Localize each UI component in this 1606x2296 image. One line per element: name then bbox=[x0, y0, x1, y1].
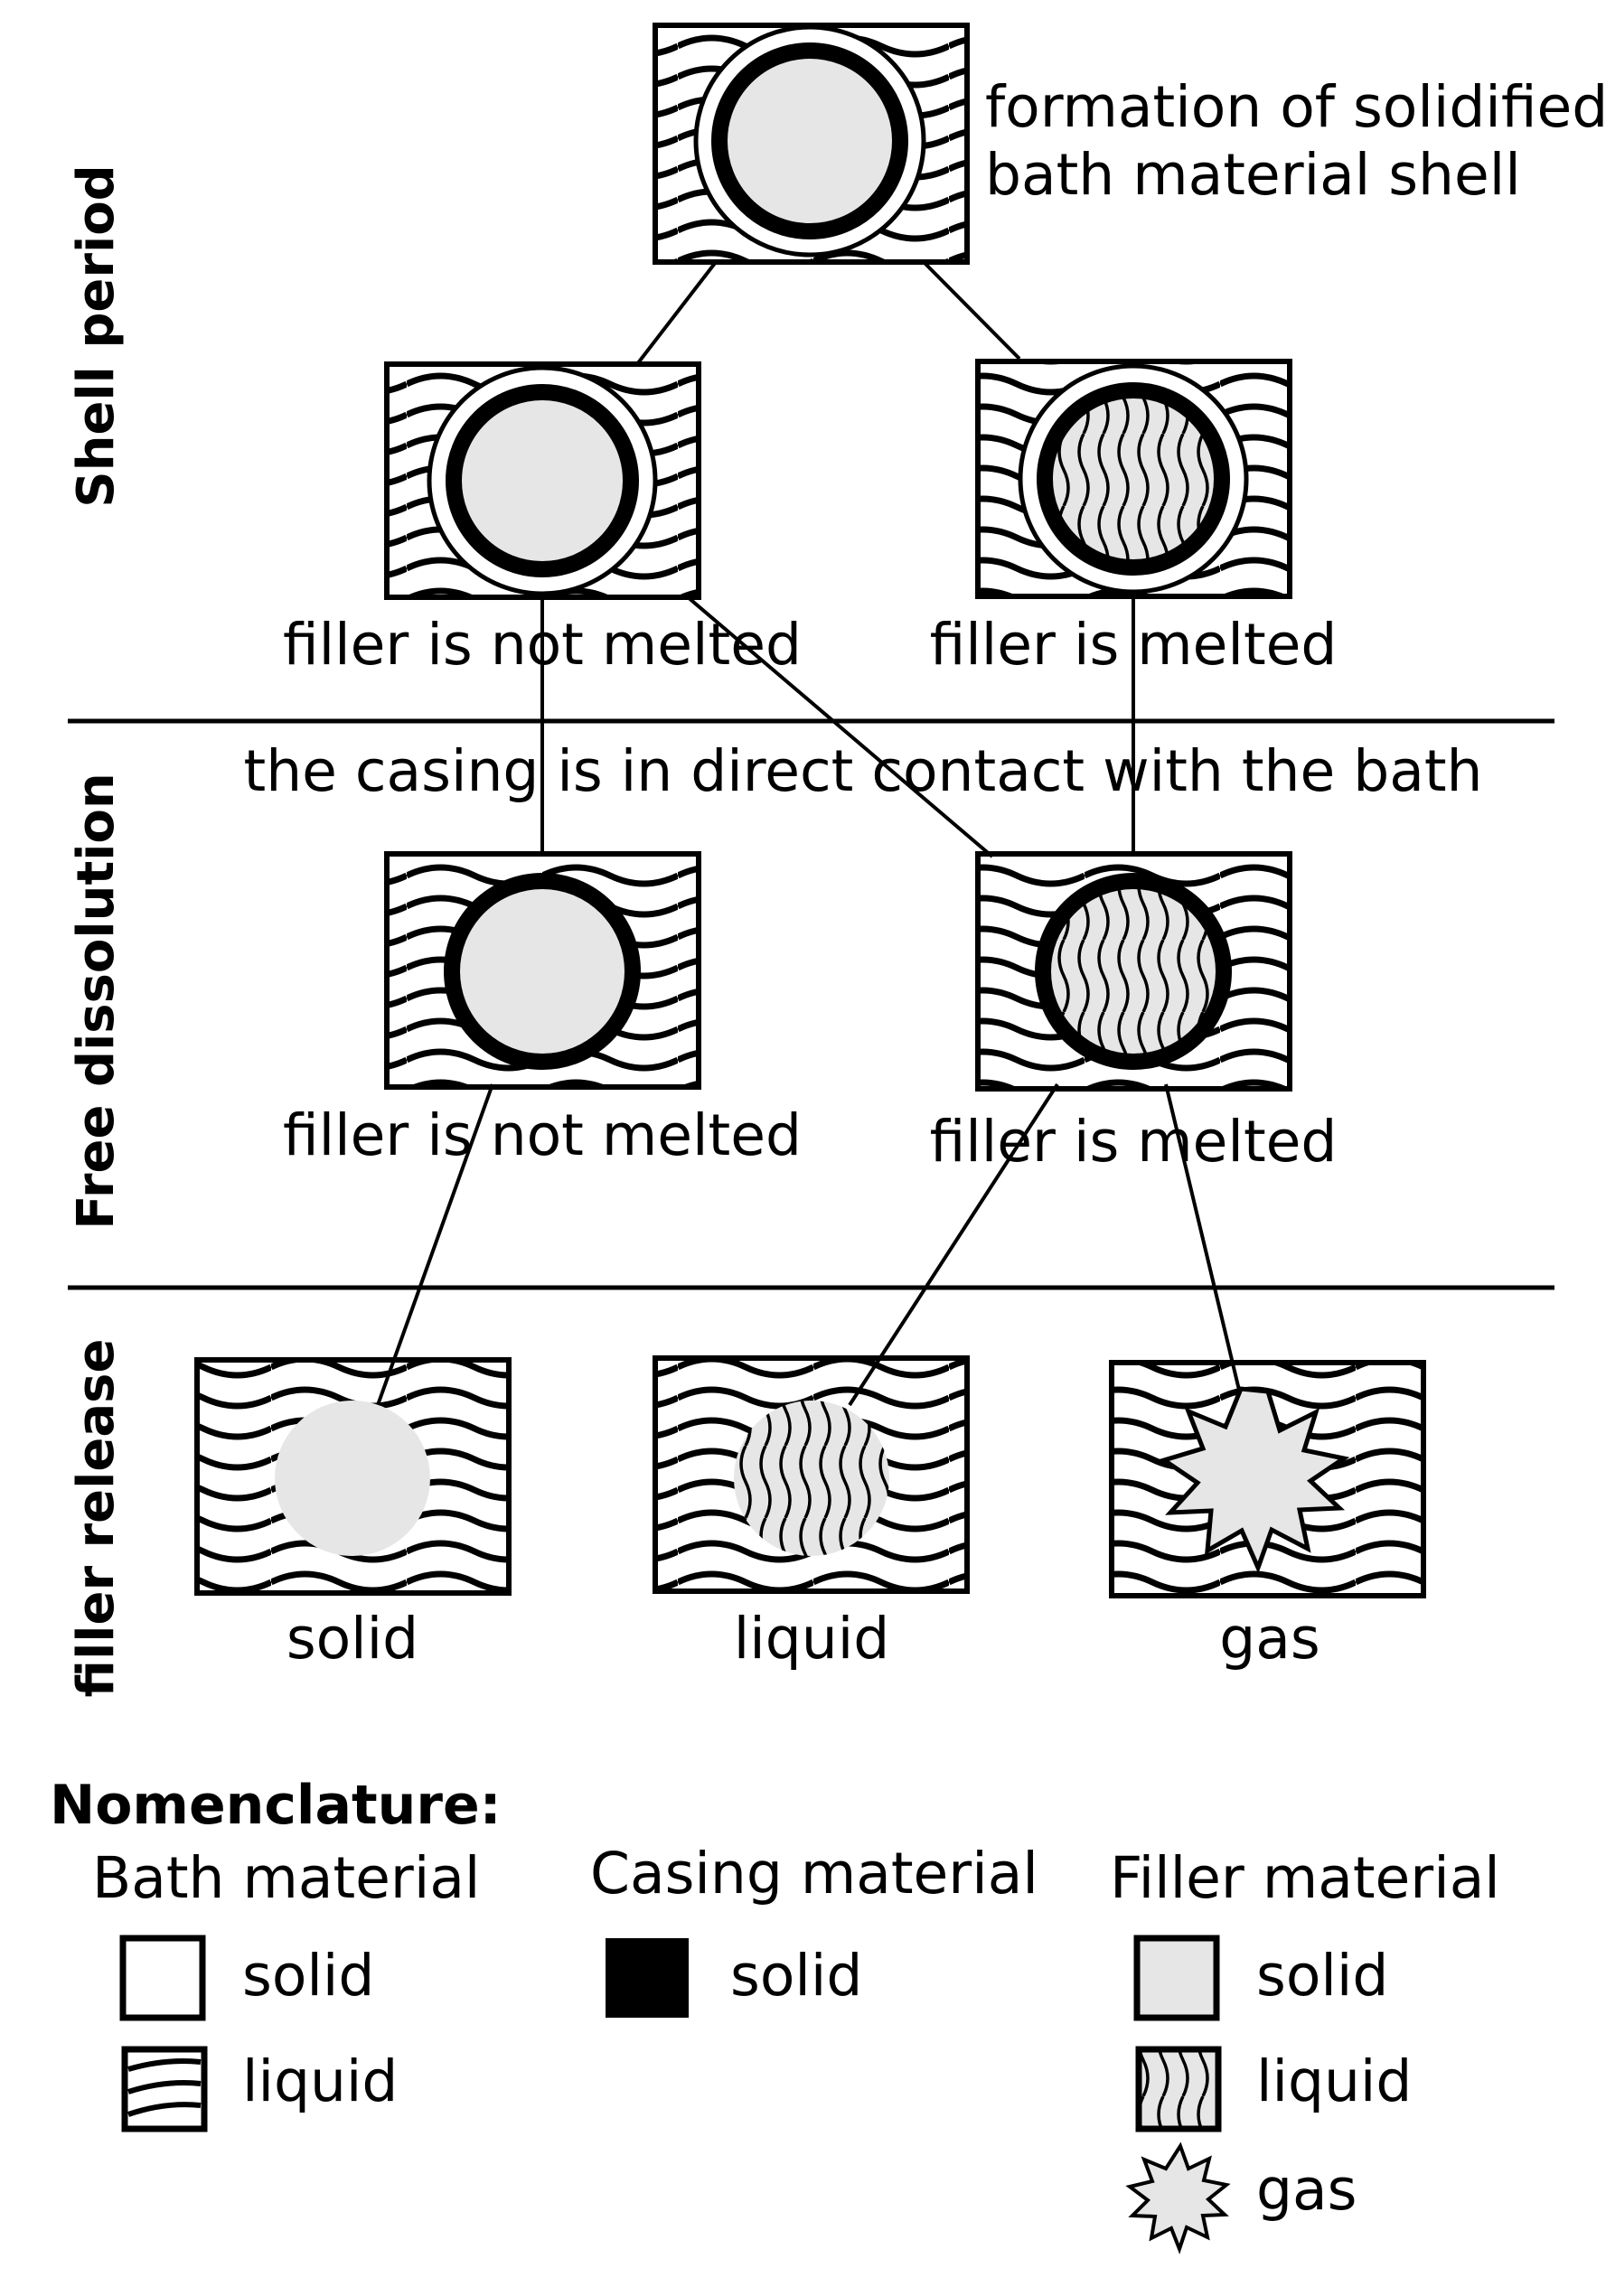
state-label-free-melted: filler is melted bbox=[930, 1109, 1338, 1175]
connector-liquid-release bbox=[848, 1082, 1059, 1407]
state-label-shell-melted: filler is melted bbox=[930, 612, 1338, 678]
release-label-solid: solid bbox=[286, 1606, 418, 1672]
legend-filler-solid-label: solid bbox=[1256, 1943, 1388, 2009]
section-label-free-dissolution: Free dissolution bbox=[67, 773, 126, 1230]
connector-top-right bbox=[922, 260, 1021, 361]
section-label-filler-release: filler release bbox=[67, 1339, 126, 1698]
shell-formation-label: formation of solidified bbox=[985, 74, 1606, 140]
legend-filler-title: Filler material bbox=[1110, 1845, 1500, 1911]
contact-note: the casing is in direct contact with the… bbox=[244, 738, 1483, 804]
release-liquid-panel bbox=[653, 1355, 970, 1594]
legend-bath-liquid-label: liquid bbox=[242, 2048, 398, 2114]
free-not-melted-panel bbox=[384, 851, 701, 1090]
connector-lines bbox=[376, 260, 1244, 1407]
legend-swatch-bath-liquid bbox=[121, 2046, 208, 2132]
legend-filler-gas-label: gas bbox=[1256, 2157, 1357, 2223]
release-label-liquid: liquid bbox=[734, 1606, 889, 1672]
shell-melted-panel bbox=[975, 359, 1292, 599]
legend-filler-liquid-label: liquid bbox=[1256, 2048, 1412, 2114]
connector-solid-release bbox=[376, 1083, 494, 1406]
legend-swatch-bath-solid bbox=[119, 1935, 206, 2021]
free-melted-panel bbox=[975, 851, 1292, 1092]
state-label-shell-not-melted: filler is not melted bbox=[283, 612, 802, 678]
gas-burst-icon bbox=[1159, 1386, 1350, 1574]
release-label-gas: gas bbox=[1219, 1606, 1320, 1672]
legend-swatch-casing-solid bbox=[606, 1938, 689, 2018]
shell-formation-panel bbox=[653, 23, 970, 265]
release-solid-panel bbox=[194, 1357, 512, 1596]
section-label-shell-period: Shell period bbox=[67, 164, 126, 508]
connector-top-left bbox=[635, 260, 718, 366]
legend-bath-title: Bath material bbox=[92, 1845, 480, 1911]
connector-gas-release bbox=[1164, 1083, 1244, 1406]
legend-swatch-filler-solid bbox=[1133, 1935, 1220, 2021]
shell-formation-label: bath material shell bbox=[985, 142, 1521, 208]
connector-left-diagonal bbox=[685, 595, 994, 858]
legend-bath-solid-label: solid bbox=[242, 1943, 374, 2009]
state-label-free-not-melted: filler is not melted bbox=[283, 1102, 802, 1168]
legend-casing-solid-label: solid bbox=[730, 1943, 862, 2009]
legend-swatch-filler-liquid bbox=[1135, 2046, 1222, 2132]
shell-not-melted-panel bbox=[384, 361, 701, 600]
legend-casing-title: Casing material bbox=[590, 1841, 1038, 1907]
legend-title: Nomenclature: bbox=[50, 1774, 502, 1837]
release-gas-panel bbox=[1109, 1360, 1426, 1598]
legend-gas-icon bbox=[1125, 2141, 1231, 2254]
